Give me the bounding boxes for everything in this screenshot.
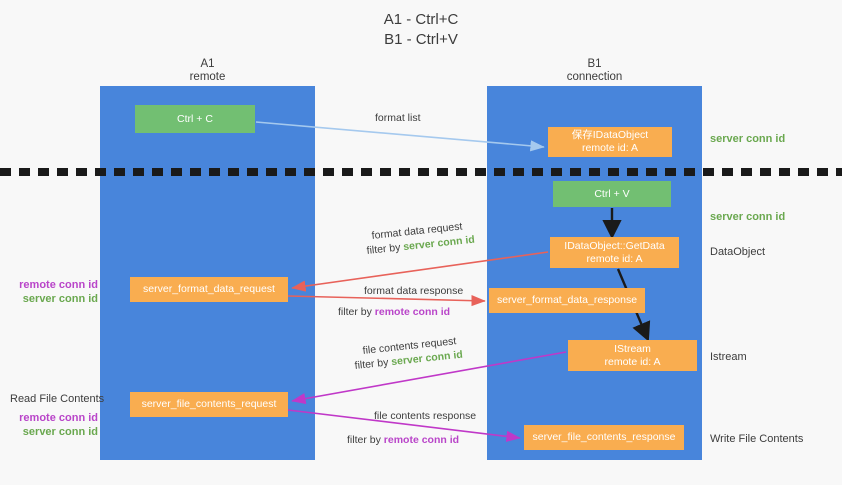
annotation-conn-ids-format: remote conn id server conn id — [10, 278, 98, 306]
node-save-idataobject-sub: remote id: A — [581, 142, 639, 154]
node-server-file-contents-response-label: server_file_contents_response — [532, 431, 676, 443]
edge-label-format-data-response: format data response — [364, 285, 464, 297]
edge-label-format-data-response-filter: filter by remote conn id — [338, 305, 450, 319]
lane-b1-role: connection — [566, 71, 623, 83]
lane-a1-role: remote — [189, 71, 226, 83]
annotation-dataobject: DataObject — [710, 246, 766, 258]
node-save-idataobject-label: 保存IDataObject — [571, 129, 649, 141]
annotation-remote-conn-id-b: remote conn id — [19, 412, 98, 424]
filter-value-remote-conn-id: remote conn id — [383, 434, 460, 446]
dashed-divider — [0, 168, 842, 176]
annotation-server-conn-id-a: server conn id — [22, 293, 98, 305]
node-istream-label: IStream — [614, 342, 651, 355]
annotation-server-conn-id-mid: server conn id — [710, 211, 786, 223]
node-ctrl-v-label: Ctrl + V — [594, 187, 630, 200]
node-ctrl-c[interactable]: Ctrl + C — [135, 105, 255, 133]
edge-label-file-contents-response-filter: filter by remote conn id — [347, 433, 459, 447]
annotation-istream: Istream — [710, 351, 747, 363]
node-getdata-label: IDataObject::GetData — [564, 239, 665, 252]
node-idataobject-getdata[interactable]: IDataObject::GetData remote id: A — [550, 237, 679, 268]
lane-b1-name: B1 — [587, 58, 602, 70]
node-getdata-sub: remote id: A — [586, 252, 643, 265]
filter-prefix: filter by — [366, 241, 404, 257]
node-ctrl-c-label: Ctrl + C — [177, 112, 213, 125]
node-istream-sub: remote id: A — [604, 355, 661, 368]
lane-header-b1: B1 connection — [487, 58, 702, 84]
title-line-1: A1 - Ctrl+C — [383, 11, 459, 28]
node-ctrl-v[interactable]: Ctrl + V — [553, 181, 671, 207]
edge-label-format-list: format list — [375, 112, 421, 124]
lane-header-a1: A1 remote — [100, 58, 315, 84]
node-istream[interactable]: IStream remote id: A — [568, 340, 697, 371]
node-server-format-data-response-label: server_format_data_response — [496, 294, 638, 306]
filter-value-remote-conn-id: remote conn id — [374, 306, 451, 318]
filter-prefix: filter by — [354, 356, 392, 372]
filter-prefix: filter by — [338, 306, 375, 318]
annotation-read-file-contents: Read File Contents — [10, 393, 105, 405]
annotation-write-file-contents: Write File Contents — [710, 433, 804, 445]
node-server-format-data-request-label: server_format_data_request — [143, 283, 275, 295]
annotation-conn-ids-file: remote conn id server conn id — [10, 411, 98, 439]
node-server-file-contents-response[interactable]: server_file_contents_response — [524, 425, 684, 450]
node-server-file-contents-request[interactable]: server_file_contents_request — [130, 392, 288, 417]
annotation-server-conn-id-b: server conn id — [22, 426, 98, 438]
filter-prefix: filter by — [347, 434, 384, 446]
node-save-idataobject[interactable]: 保存IDataObject remote id: A — [548, 127, 672, 157]
annotation-remote-conn-id-a: remote conn id — [19, 279, 98, 291]
page-title: A1 - Ctrl+C B1 - Ctrl+V — [0, 10, 842, 50]
lane-a1-name: A1 — [200, 58, 215, 70]
annotation-server-conn-id-top: server conn id — [710, 133, 786, 145]
title-line-2: B1 - Ctrl+V — [384, 31, 458, 48]
node-server-format-data-response[interactable]: server_format_data_response — [489, 288, 645, 313]
edge-label-file-contents-response: file contents response — [374, 410, 477, 422]
node-server-format-data-request[interactable]: server_format_data_request — [130, 277, 288, 302]
node-server-file-contents-request-label: server_file_contents_request — [141, 398, 277, 410]
